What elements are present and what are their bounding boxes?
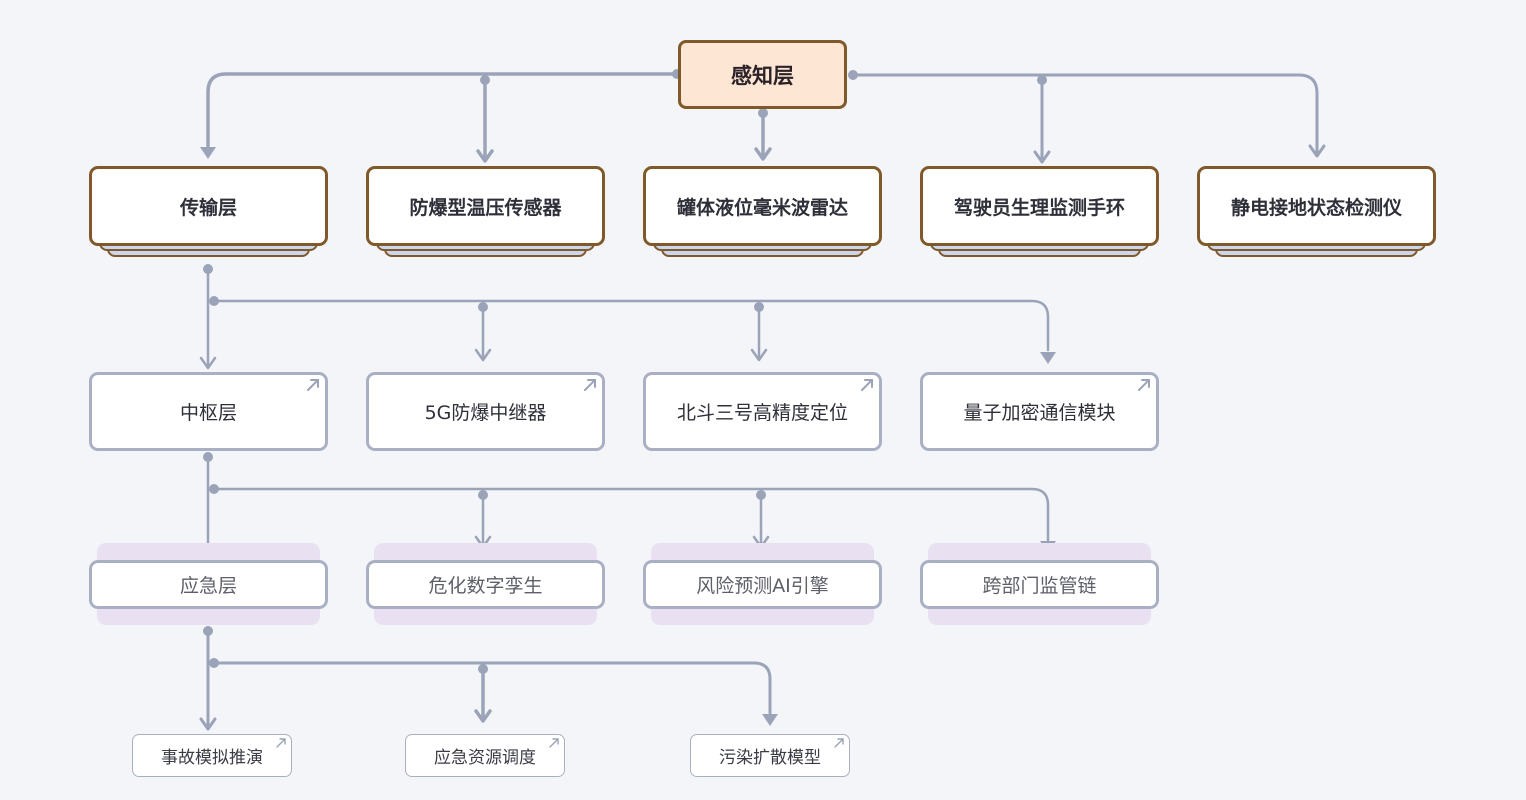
node-label: 罐体液位毫米波雷达 xyxy=(676,196,848,219)
node-label: 污染扩散模型 xyxy=(719,748,821,768)
arrow-up-right-icon[interactable] xyxy=(1137,378,1151,392)
arrowhead xyxy=(1040,352,1056,364)
card-face: 驾驶员生理监测手环 xyxy=(920,166,1159,246)
root-label: 感知层 xyxy=(731,63,794,88)
card-face: 量子加密通信模块 xyxy=(920,372,1159,451)
connector-line xyxy=(212,299,1050,352)
arrowhead xyxy=(199,717,217,731)
card-face: 事故模拟推演 xyxy=(132,734,292,777)
card-face: 北斗三号高精度定位 xyxy=(643,372,882,451)
level3-node-emergency[interactable]: 应急层 xyxy=(89,543,328,625)
node-label: 应急层 xyxy=(179,575,237,597)
connector-line xyxy=(212,661,772,715)
card-face: 罐体液位毫米波雷达 xyxy=(643,166,882,246)
arrow-up-right-icon[interactable] xyxy=(583,378,597,392)
connector-dot xyxy=(209,296,219,306)
arrowhead xyxy=(762,714,778,726)
level1-node-level-radar[interactable]: 罐体液位毫米波雷达 xyxy=(643,166,882,263)
node-label: 量子加密通信模块 xyxy=(963,402,1116,424)
node-label: 防爆型温压传感器 xyxy=(409,196,562,219)
card-face: 风险预测AI引擎 xyxy=(643,560,882,609)
card-face: 中枢层 xyxy=(89,372,328,451)
level3-node-risk-ai[interactable]: 风险预测AI引擎 xyxy=(643,543,882,625)
level3-node-digital-twin[interactable]: 危化数字孪生 xyxy=(366,543,605,625)
arrowhead xyxy=(750,348,768,362)
node-label: 中枢层 xyxy=(179,402,237,424)
level2-node-hub[interactable]: 中枢层 xyxy=(89,372,328,451)
level1-node-driver-band[interactable]: 驾驶员生理监测手环 xyxy=(920,166,1159,263)
arrow-up-right-icon[interactable] xyxy=(834,738,844,748)
level2-node-quantum-module[interactable]: 量子加密通信模块 xyxy=(920,372,1159,451)
node-label: 跨部门监管链 xyxy=(982,575,1097,597)
node-label: 危化数字孪生 xyxy=(428,575,543,597)
connector-dot xyxy=(848,70,858,80)
card-face: 5G防爆中继器 xyxy=(366,372,605,451)
connector-dot xyxy=(203,452,213,462)
connector-dot xyxy=(209,658,219,668)
connector-dot xyxy=(478,664,488,674)
arrowhead xyxy=(200,147,216,159)
connector-dot xyxy=(756,490,766,500)
card-face: 危化数字孪生 xyxy=(366,560,605,609)
arrow-up-right-icon[interactable] xyxy=(306,378,320,392)
level4-node-pollution-model[interactable]: 污染扩散模型 xyxy=(690,734,850,777)
node-label: 静电接地状态检测仪 xyxy=(1230,196,1402,219)
node-label: 驾驶员生理监测手环 xyxy=(953,196,1125,219)
connector-dot xyxy=(203,626,213,636)
level4-node-accident-simulation[interactable]: 事故模拟推演 xyxy=(132,734,292,777)
node-label: 传输层 xyxy=(179,196,237,219)
node-label: 北斗三号高精度定位 xyxy=(676,402,848,424)
root-node[interactable]: 感知层 xyxy=(678,40,847,109)
connector-dot xyxy=(203,264,213,274)
connector-line xyxy=(212,487,1050,542)
arrowhead xyxy=(474,709,492,723)
card-face: 传输层 xyxy=(89,166,328,246)
arrowhead xyxy=(474,348,492,362)
node-label: 事故模拟推演 xyxy=(161,748,263,768)
card-face: 跨部门监管链 xyxy=(920,560,1159,609)
connector-line xyxy=(851,73,1319,156)
level2-node-beidou[interactable]: 北斗三号高精度定位 xyxy=(643,372,882,451)
level1-node-static-ground-detector[interactable]: 静电接地状态检测仪 xyxy=(1197,166,1436,263)
card-face: 污染扩散模型 xyxy=(690,734,850,777)
arrowhead xyxy=(754,147,772,161)
arrowhead xyxy=(199,356,217,370)
connector-dot xyxy=(754,302,764,312)
connector-dot xyxy=(478,490,488,500)
level3-node-supervision-chain[interactable]: 跨部门监管链 xyxy=(920,543,1159,625)
connector-dot xyxy=(1037,75,1047,85)
card-face: 防爆型温压传感器 xyxy=(366,166,605,246)
node-label: 应急资源调度 xyxy=(434,748,536,768)
connector-line xyxy=(206,72,679,148)
level2-node-5g-relay[interactable]: 5G防爆中继器 xyxy=(366,372,605,451)
card-face: 应急层 xyxy=(89,560,328,609)
node-label: 风险预测AI引擎 xyxy=(696,575,829,597)
level1-node-temp-pressure-sensor[interactable]: 防爆型温压传感器 xyxy=(366,166,605,263)
arrowhead xyxy=(1033,150,1051,164)
arrow-up-right-icon[interactable] xyxy=(276,738,286,748)
arrow-up-right-icon[interactable] xyxy=(549,738,559,748)
level1-node-transport[interactable]: 传输层 xyxy=(89,166,328,263)
card-face: 静电接地状态检测仪 xyxy=(1197,166,1436,246)
connector-dot xyxy=(480,75,490,85)
arrowhead xyxy=(476,149,494,163)
arrowhead xyxy=(1308,144,1326,158)
node-label: 5G防爆中继器 xyxy=(424,402,547,424)
connector-dot xyxy=(209,484,219,494)
arrow-up-right-icon[interactable] xyxy=(860,378,874,392)
connector-dot xyxy=(478,302,488,312)
connector-dot xyxy=(758,108,768,118)
card-face: 应急资源调度 xyxy=(405,734,565,777)
level4-node-resource-dispatch[interactable]: 应急资源调度 xyxy=(405,734,565,777)
